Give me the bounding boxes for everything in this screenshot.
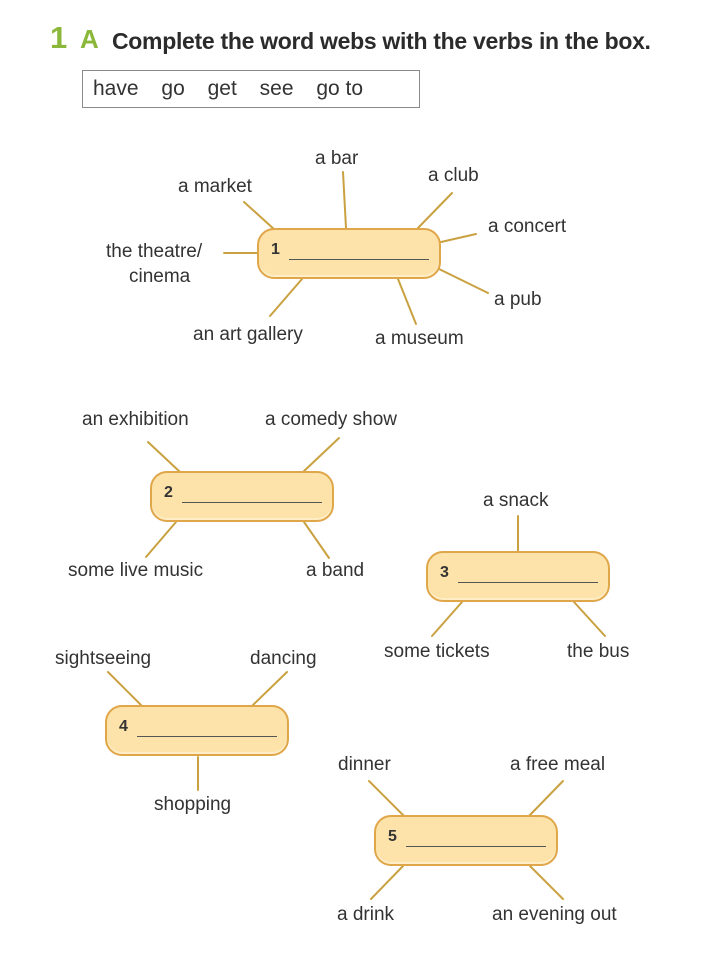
web-number: 1: [271, 241, 280, 258]
connector-line: [147, 441, 181, 473]
web-1-label: cinema: [129, 266, 191, 287]
word-web-3-center: 3: [426, 551, 610, 602]
connector-line: [252, 671, 288, 706]
word-web-5-center: 5: [374, 815, 558, 866]
web-1-label: an art gallery: [193, 324, 303, 345]
connector-line: [368, 780, 405, 817]
web-4-label: shopping: [154, 794, 232, 815]
connector-line: [243, 201, 276, 231]
web-1-label: a bar: [315, 148, 359, 169]
web-4-label: dancing: [250, 648, 317, 669]
web-2-label: a comedy show: [265, 409, 398, 430]
connector-line: [342, 171, 347, 229]
word-box-item: go: [161, 77, 185, 100]
connector-line: [529, 865, 564, 900]
web-number: 2: [164, 484, 173, 501]
web-number: 4: [119, 718, 128, 735]
word-box-item: go to: [316, 77, 364, 100]
web-1-label: a museum: [375, 328, 464, 349]
connector-line: [417, 192, 453, 229]
web-1-label: a market: [178, 176, 252, 197]
web-2-label: an exhibition: [82, 409, 189, 430]
connector-line: [269, 278, 303, 317]
answer-blank[interactable]: [406, 846, 546, 847]
exercise-instruction: Complete the word webs with the verbs in…: [112, 28, 651, 54]
connector-line: [436, 267, 489, 294]
web-1-label: a concert: [488, 216, 567, 237]
word-web-4-center: 4: [105, 705, 289, 756]
connector-line: [397, 278, 417, 325]
answer-blank[interactable]: [137, 736, 277, 737]
connector-line: [370, 865, 404, 900]
connector-line: [107, 671, 142, 706]
word-box-item: see: [259, 77, 294, 100]
web-2-label: a band: [306, 560, 365, 581]
word-web-1-center: 1: [257, 228, 441, 279]
exercise-number: 1: [50, 20, 68, 55]
connector-line: [302, 437, 340, 473]
web-5-label: a drink: [337, 904, 395, 925]
web-5-label: an evening out: [492, 904, 617, 925]
exercise-letter: A: [80, 24, 99, 54]
web-5-label: dinner: [338, 754, 391, 775]
web-3-label: the bus: [567, 641, 630, 662]
connector-line: [528, 780, 564, 817]
connector-line: [573, 601, 606, 637]
word-box-item: have: [93, 77, 139, 100]
web-3-label: some tickets: [384, 641, 490, 662]
web-number: 3: [440, 564, 449, 581]
web-5-label: a free meal: [510, 754, 606, 775]
web-3-label: a snack: [483, 490, 549, 511]
word-web-2-center: 2: [150, 471, 334, 522]
web-number: 5: [388, 828, 397, 845]
web-1-label: a club: [428, 165, 479, 186]
web-1-label: a pub: [494, 289, 542, 310]
connector-line: [431, 601, 463, 637]
web-2-label: some live music: [68, 560, 204, 581]
word-box-item: get: [207, 77, 237, 100]
connector-line: [440, 233, 477, 243]
connector-line: [303, 521, 330, 559]
answer-blank[interactable]: [289, 259, 429, 260]
answer-blank[interactable]: [182, 502, 322, 503]
connector-line: [145, 521, 177, 558]
word-box: have go get see go to: [82, 70, 420, 108]
web-4-label: sightseeing: [55, 648, 152, 669]
answer-blank[interactable]: [458, 582, 598, 583]
web-1-label: the theatre/: [106, 241, 203, 262]
